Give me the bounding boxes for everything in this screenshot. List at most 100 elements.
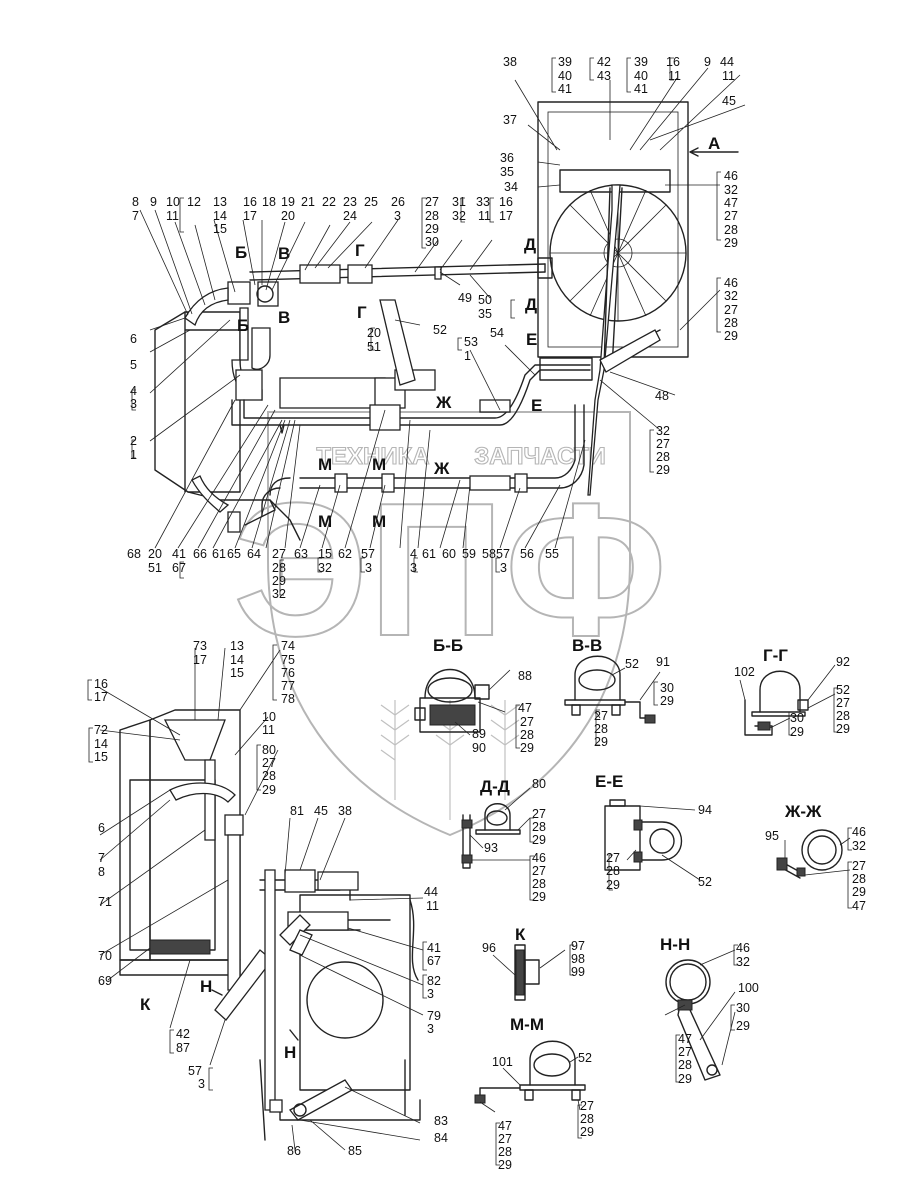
callout-c14: 20 <box>281 209 295 223</box>
callout-c206: 70 <box>98 949 112 963</box>
callout-c17: 23 <box>343 195 357 209</box>
callout-c176: 73 <box>193 639 207 653</box>
callout-c70: 54 <box>490 326 504 340</box>
callout-c174: 28 <box>580 1112 594 1126</box>
callout-c142: 94 <box>698 803 712 817</box>
callout-c47: 37 <box>503 113 517 127</box>
callout-c130: 102 <box>734 665 755 679</box>
callout-c124: 29 <box>594 735 608 749</box>
section-vv: В-В <box>564 636 661 724</box>
callout-c160: 100 <box>738 981 759 995</box>
section-bb: Б-Б <box>414 636 511 736</box>
callout-c8: 14 <box>213 209 227 223</box>
callout-c22: 27 <box>425 195 439 209</box>
callout-c196: 29 <box>262 783 276 797</box>
callout-c184: 77 <box>281 679 295 693</box>
callout-c69: 1 <box>464 349 471 363</box>
callout-c179: 14 <box>230 653 244 667</box>
marker-m-upper-left: М <box>318 455 332 474</box>
callout-c7: 13 <box>213 195 227 209</box>
callout-c98: 62 <box>338 547 352 561</box>
callout-c91: 27 <box>272 547 286 561</box>
callout-c15: 21 <box>301 195 315 209</box>
callout-c133: 80 <box>532 777 546 791</box>
callout-c63: 50 <box>478 293 492 307</box>
callout-c171: 28 <box>498 1145 512 1159</box>
callout-c79: 3 <box>130 397 137 411</box>
callout-c141: 29 <box>532 890 546 904</box>
callout-c75: 29 <box>656 463 670 477</box>
callout-c139: 27 <box>532 864 546 878</box>
section-mm-title: М-М <box>510 1015 544 1034</box>
callout-c136: 29 <box>532 833 546 847</box>
callout-c146: 52 <box>698 875 712 889</box>
callout-c210: 3 <box>427 987 434 1001</box>
callout-c166: 29 <box>678 1072 692 1086</box>
callout-c113: 27 <box>520 715 534 729</box>
callout-brackets <box>87 57 852 1166</box>
callout-c180: 15 <box>230 666 244 680</box>
top-line-fittings <box>227 264 442 307</box>
callout-c154: 96 <box>482 941 496 955</box>
callout-c152: 29 <box>852 885 866 899</box>
callout-c215: 87 <box>176 1041 190 1055</box>
callout-c212: 79 <box>427 1009 441 1023</box>
callout-c30: 16 <box>499 195 513 209</box>
callout-c120: 30 <box>660 681 674 695</box>
callout-c200: 71 <box>98 895 112 909</box>
callout-c43: 9 <box>704 55 711 69</box>
callout-c201: 81 <box>290 804 304 818</box>
callout-c10: 16 <box>243 195 257 209</box>
marker-e-lower: Е <box>531 396 542 415</box>
callout-c149: 32 <box>852 839 866 853</box>
callout-c147: 95 <box>765 829 779 843</box>
callout-c94: 32 <box>272 587 286 601</box>
marker-m-lower-left: М <box>318 512 332 531</box>
callout-c153: 47 <box>852 899 866 913</box>
callout-c107: 57 <box>496 547 510 561</box>
marker-v-upper: В <box>278 244 290 263</box>
callout-c9: 15 <box>213 222 227 236</box>
callout-c38: 39 <box>634 55 648 69</box>
callout-c213: 3 <box>427 1022 434 1036</box>
marker-b-upper: Б <box>235 243 247 262</box>
callout-c11: 17 <box>243 209 257 223</box>
callout-c85: 41 <box>172 547 186 561</box>
callout-c87: 66 <box>193 547 207 561</box>
callout-c24: 29 <box>425 222 439 236</box>
callout-c67: 51 <box>367 340 381 354</box>
callout-c89: 65 <box>227 547 241 561</box>
callout-c35: 41 <box>558 82 572 96</box>
callout-c71: 48 <box>655 389 669 403</box>
callout-c140: 28 <box>532 877 546 891</box>
callout-c72: 32 <box>656 424 670 438</box>
callout-c156: 98 <box>571 952 585 966</box>
watermark-left-word: ТЕХНИКА <box>316 443 429 470</box>
callout-c109: 56 <box>520 547 534 561</box>
side-view-k: К Н Н <box>99 647 424 1151</box>
callout-c208: 67 <box>427 954 441 968</box>
callout-c163: 47 <box>678 1032 692 1046</box>
callout-c28: 33 <box>476 195 490 209</box>
callout-c155: 97 <box>571 939 585 953</box>
callout-c202: 45 <box>314 804 328 818</box>
marker-n-lower: Н <box>284 1043 296 1062</box>
callout-c144: 28 <box>606 864 620 878</box>
callout-c74: 28 <box>656 450 670 464</box>
callout-c181: 74 <box>281 639 295 653</box>
callout-c219: 84 <box>434 1131 448 1145</box>
section-gg-title: Г-Г <box>763 646 788 665</box>
callout-c49: 35 <box>500 165 514 179</box>
callout-c44: 44 <box>720 55 734 69</box>
callout-c115: 29 <box>520 741 534 755</box>
watermark: ЭПФ ТЕХНИКА ЗАПЧАСТИ <box>232 411 668 837</box>
callout-c39: 40 <box>634 69 648 83</box>
callout-c132: 29 <box>790 725 804 739</box>
callout-c102: 3 <box>410 561 417 575</box>
callout-c145: 29 <box>606 878 620 892</box>
callout-c68: 53 <box>464 335 478 349</box>
callout-c78: 4 <box>130 384 137 398</box>
callout-c36: 42 <box>597 55 611 69</box>
